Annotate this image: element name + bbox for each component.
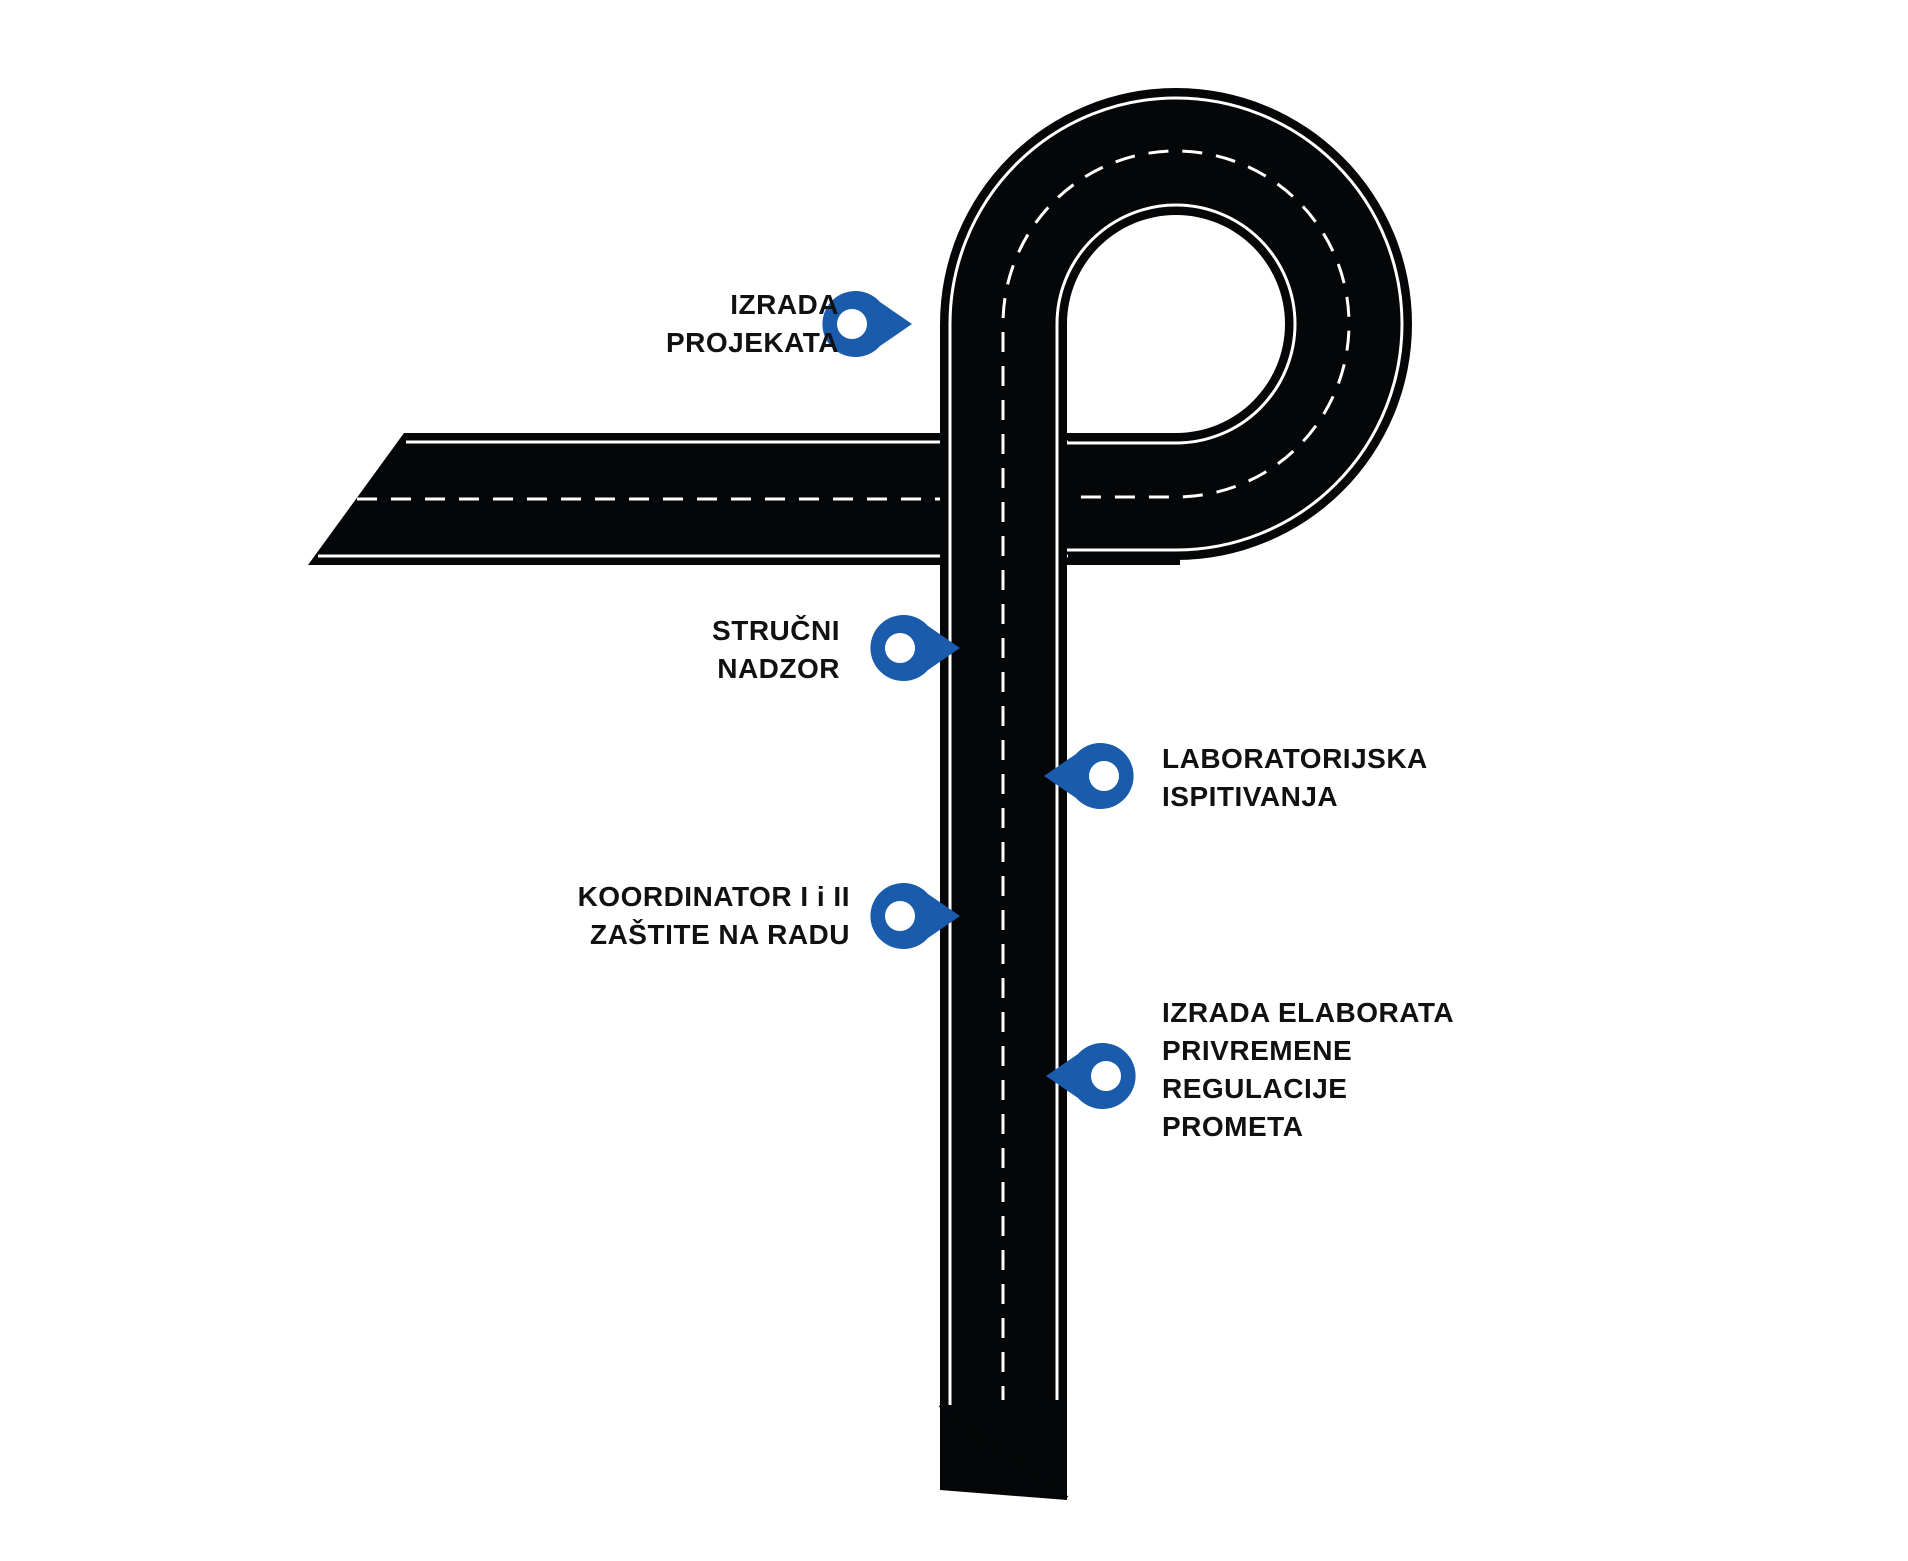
- label-line: LABORATORIJSKA: [1162, 743, 1428, 774]
- label-izrada-projekata: IZRADA PROJEKATA: [666, 286, 839, 362]
- label-line: PROJEKATA: [665, 327, 839, 358]
- label-line: KOORDINATOR I i II: [577, 881, 850, 912]
- loop-center-dash: [1001, 149, 1351, 1440]
- label-koordinator: KOORDINATOR I i II ZAŠTITE NA RADU: [578, 878, 850, 954]
- label-izrada-elaborata: IZRADA ELABORATA PRIVREMENE REGULACIJE P…: [1162, 994, 1454, 1146]
- marker-koordinator[interactable]: [870, 883, 960, 949]
- loop-road: [940, 88, 1412, 1500]
- label-line: PROMETA: [1162, 1111, 1304, 1142]
- marker-izrada-elaborata[interactable]: [1046, 1043, 1136, 1109]
- label-line: IZRADA ELABORATA: [1162, 997, 1455, 1028]
- label-strucni-nadzor: STRUČNI NADZOR: [712, 612, 840, 688]
- map-pin-icon: [870, 615, 960, 681]
- label-line: PRIVREMENE: [1162, 1035, 1353, 1066]
- label-line: IZRADA: [730, 289, 839, 320]
- label-line: ISPITIVANJA: [1162, 781, 1339, 812]
- label-line: REGULACIJE: [1162, 1073, 1348, 1104]
- label-laboratorijska-ispitivanja: LABORATORIJSKA ISPITIVANJA: [1162, 740, 1428, 816]
- label-line: NADZOR: [717, 653, 840, 684]
- marker-strucni-nadzor[interactable]: [870, 615, 960, 681]
- map-pin-icon: [1046, 1043, 1136, 1109]
- map-pin-icon: [870, 883, 960, 949]
- loop-outer-edge: [948, 96, 1404, 1400]
- vertical-road-slant-edge: [938, 1403, 1069, 1500]
- vertical-road-end: [938, 1395, 1069, 1500]
- marker-izrada-projekata[interactable]: [822, 291, 912, 357]
- loop-inner-edge: [1055, 203, 1297, 1400]
- marker-laboratorijska-ispitivanja[interactable]: [1044, 743, 1134, 809]
- label-line: ZAŠTITE NA RADU: [589, 919, 850, 950]
- map-pin-icon: [822, 291, 912, 357]
- map-pin-icon: [1044, 743, 1134, 809]
- label-line: STRUČNI: [712, 615, 840, 646]
